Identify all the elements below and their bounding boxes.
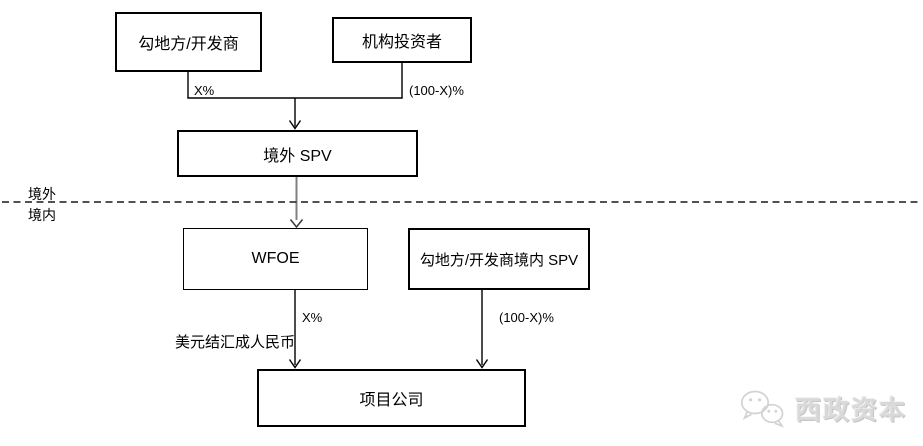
- box-onshore-spv: 勾地方/开发商境内 SPV: [408, 228, 590, 290]
- label-equity-pct-top-right: (100-X)%: [409, 83, 464, 98]
- arrow-to-offshore-spv-head: [288, 120, 302, 130]
- wechat-icon: [740, 390, 785, 428]
- arrow-wfoe-to-project-head: [288, 359, 302, 369]
- label-equity-pct-bottom-left: X%: [302, 310, 323, 325]
- label-fx-settlement-note: 美元结汇成人民币: [175, 334, 296, 351]
- watermark-text: 西政资本: [794, 395, 907, 425]
- label-equity-pct-bottom-right: (100-X)%: [499, 310, 554, 325]
- box-institutional-investor: 机构投资者: [332, 17, 472, 63]
- arrow-offshore-spv-to-wfoe-head: [289, 219, 304, 229]
- watermark: 西政资本: [739, 389, 907, 428]
- label-equity-pct-top-left: X%: [194, 83, 215, 98]
- label-onshore: 境内: [28, 207, 56, 223]
- label-offshore: 境外: [28, 186, 56, 202]
- arrow-onshore-spv-to-project-head: [475, 359, 489, 369]
- box-project-company: 项目公司: [257, 369, 526, 427]
- box-wfoe: WFOE: [183, 228, 368, 290]
- box-land-developer: 勾地方/开发商: [115, 12, 262, 72]
- box-offshore-spv: 境外 SPV: [177, 130, 418, 177]
